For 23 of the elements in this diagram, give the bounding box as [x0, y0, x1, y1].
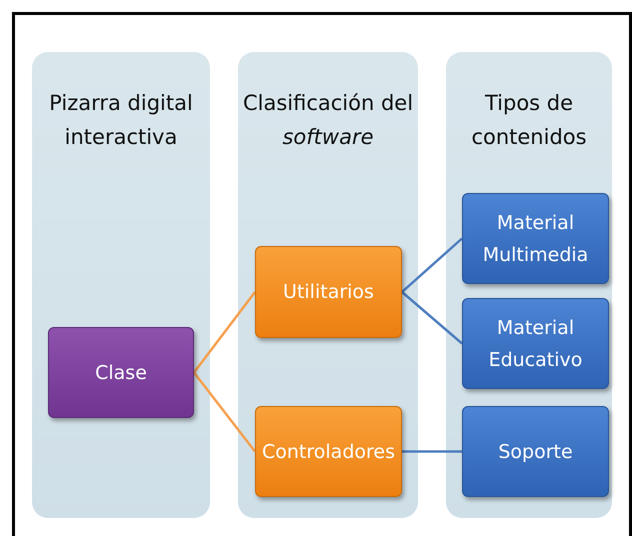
connector-line — [193, 291, 256, 374]
box-label: Material Educativo — [488, 316, 584, 372]
column-panel — [32, 52, 210, 518]
column-heading: Clasificación del software — [242, 90, 414, 151]
column-panel — [446, 52, 612, 518]
process-box — [462, 406, 609, 497]
process-box — [48, 327, 194, 418]
process-box — [462, 193, 609, 284]
box-label: Controladores — [261, 440, 396, 464]
connector-line — [193, 372, 256, 452]
process-box — [462, 298, 609, 389]
column-heading: Tipos de contenidos — [470, 90, 588, 151]
box-label: Utilitarios — [282, 280, 375, 305]
connector-line — [401, 238, 463, 293]
connector-line — [401, 291, 463, 344]
column-heading: Pizarra digital interactiva — [48, 90, 194, 151]
box-label: Material Multimedia — [482, 210, 590, 268]
process-box — [255, 246, 402, 338]
process-box — [255, 406, 402, 497]
box-label: Soporte — [497, 440, 574, 464]
box-label: Clase — [94, 360, 148, 386]
connector-line — [402, 450, 462, 453]
column-panel — [238, 52, 418, 518]
